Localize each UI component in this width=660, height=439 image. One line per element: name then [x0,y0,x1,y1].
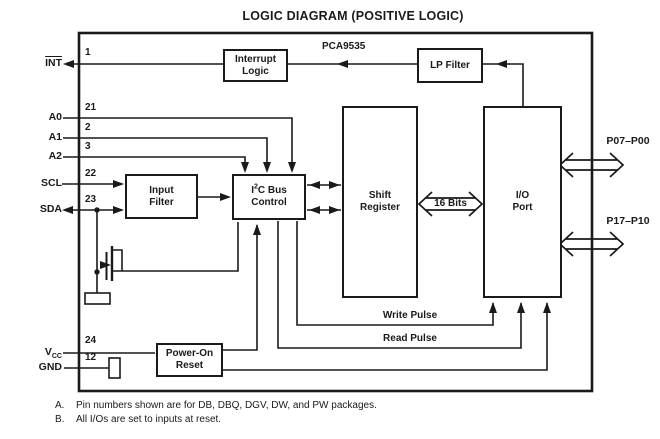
pin-label-vcc: VCC [44,346,62,361]
resistor-icon [84,292,111,305]
pin-number-sda: 23 [85,194,97,205]
arrow-up-icon [253,224,261,235]
block-label: I2C Bus [251,183,287,196]
arrow-down-icon [263,162,271,173]
arrow-up-icon [543,302,551,313]
bus-width-label: 16 Bits [434,198,467,209]
pin-number-vcc: 24 [85,335,97,346]
signal-wires [62,63,548,371]
arrow-left-icon [62,206,73,214]
block-label: Register [359,202,400,213]
junction-dot [94,269,100,275]
block-label: Power-On [165,348,214,359]
mosfet-transistor-icon [100,246,114,281]
block-label: Input [149,184,174,196]
figure-title: LOGIC DIAGRAM (POSITIVE LOGIC) [242,9,464,23]
block-i2c-bus-control: I2C Bus Control [232,174,306,220]
pin-label-sda: SDA [39,203,62,215]
block-interrupt-logic: Interrupt Logic [223,49,288,82]
arrowheads [62,60,551,313]
block-shift-register: Shift Register [342,106,418,298]
arrow-left-icon [63,60,74,68]
block-label: Logic [242,65,269,77]
port-label-p17-p10: P17–P10 [606,215,650,227]
arrow-left-icon [309,206,320,214]
pin-label-a2: A2 [48,150,62,162]
note-b-text: All I/Os are set to inputs at reset. [76,414,222,425]
arrow-left-icon [496,60,507,68]
arrow-up-icon [517,302,525,313]
arrow-right-icon [329,206,340,214]
pin-label-scl: SCL [41,177,62,189]
arrow-left-icon [337,60,348,68]
pin-number-gnd: 12 [85,352,97,363]
pin-label-gnd: GND [38,361,62,373]
arrow-right-icon [220,193,231,201]
block-label: Shift [368,190,392,201]
arrow-right-icon [113,180,124,188]
pin-number-int: 1 [85,47,91,58]
note-a-text: Pin numbers shown are for DB, DBQ, DGV, … [76,400,377,411]
pin-number-a2: 3 [85,141,91,152]
resistor-icon [108,357,121,379]
block-lp-filter: LP Filter [417,48,483,83]
block-power-on-reset: Power-On Reset [156,343,223,377]
block-label: Filter [149,196,174,208]
arrow-down-icon [288,162,296,173]
block-label: Reset [175,360,204,371]
pin-number-a0: 21 [85,102,97,113]
arrow-left-icon [309,181,320,189]
block-label: Interrupt [234,53,277,65]
block-label: Control [251,197,287,208]
pin-label-int: INT [45,57,62,69]
bus-double-arrow-icon [417,191,484,217]
block-label: I/O [515,190,530,201]
pin-number-scl: 22 [85,168,97,179]
pin-number-a1: 2 [85,122,91,133]
pin-label-a0: A0 [48,111,62,123]
write-pulse-label: Write Pulse [382,310,438,321]
junction-dot [94,207,100,213]
block-label: LP Filter [430,59,470,71]
arrow-down-icon [241,162,249,173]
pin-label-a1: A1 [48,131,62,143]
read-pulse-label: Read Pulse [383,333,437,344]
note-a-id: A. [55,400,65,411]
note-b-id: B. [55,414,65,425]
block-input-filter: Input Filter [125,174,198,219]
block-io-port: I/O Port [483,106,562,298]
device-boundary-box [77,31,594,393]
chip-name-label: PCA9535 [322,41,366,52]
arrow-right-icon [329,181,340,189]
arrow-up-icon [489,302,497,313]
block-label: Port [512,202,533,213]
port-label-p07-p00: P07–P00 [606,135,650,147]
arrow-right-icon [113,206,124,214]
